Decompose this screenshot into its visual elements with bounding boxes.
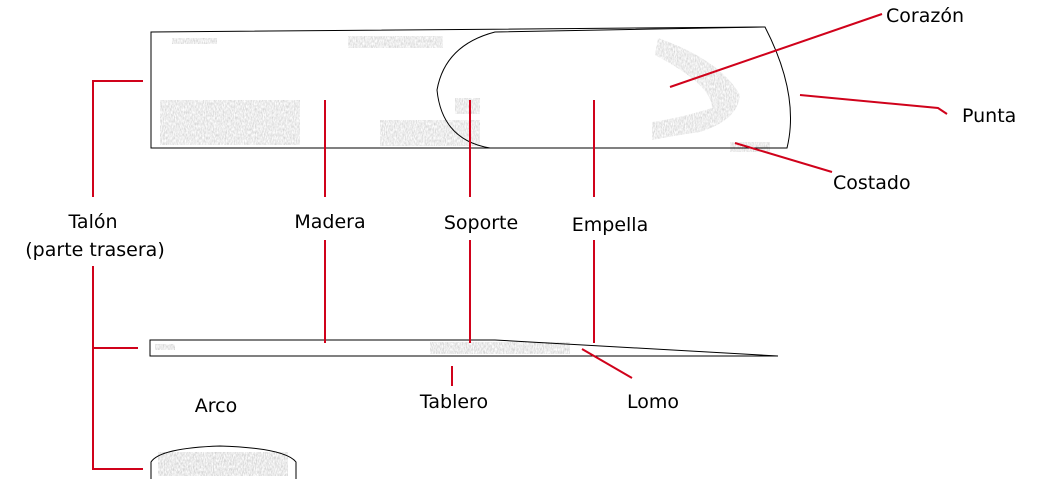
label-tablero: Tablero (419, 391, 488, 413)
top-view-outline (150, 26, 791, 149)
label-corazon: Corazón (886, 5, 964, 27)
top-view-texture (160, 36, 770, 152)
leader-punta (799, 94, 948, 115)
label-costado: Costado (833, 172, 911, 194)
bracket-talon-upper (92, 80, 143, 197)
label-talon: Talón (67, 211, 117, 233)
butt-end-outline (150, 445, 297, 479)
label-punta: Punta (962, 105, 1016, 127)
label-lomo: Lomo (627, 391, 679, 413)
label-talon-sub: (parte trasera) (25, 239, 164, 261)
leader-costado (734, 142, 833, 173)
butt-end-texture (158, 452, 288, 476)
side-view-texture (155, 342, 570, 354)
labels: Corazón Punta Costado Talón (parte trase… (25, 5, 1016, 417)
leader-corazon (669, 13, 883, 88)
label-soporte: Soporte (444, 212, 518, 234)
label-empella: Empella (572, 214, 648, 236)
label-madera: Madera (294, 211, 365, 233)
side-view-outline (149, 339, 779, 357)
reed-side-view (149, 339, 779, 357)
leader-lines (92, 13, 948, 470)
label-arco: Arco (195, 395, 237, 417)
leader-lomo (581, 348, 633, 379)
butt-end-view (150, 445, 297, 479)
bracket-talon-lower (92, 266, 143, 470)
